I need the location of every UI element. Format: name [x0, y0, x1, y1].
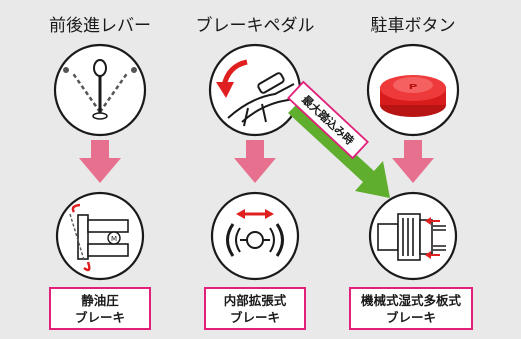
result-box-line1: 内部拡張式: [224, 293, 287, 308]
column-title-pedal: ブレーキペダル: [196, 15, 315, 36]
parking-p-glyph: P: [409, 83, 418, 91]
lever-icon: [53, 43, 147, 137]
result-box-line2: ブレーキ: [386, 310, 436, 325]
result-box-line1: 静油圧: [81, 293, 119, 308]
diagonal-arrow: [288, 102, 390, 198]
column-title-lever: 前後進レバー: [49, 16, 151, 36]
result-box-line1: 機械式湿式多板式: [361, 293, 462, 308]
down-arrow-pedal: [234, 140, 276, 183]
result-box-internal-expanding: 内部拡張式 ブレーキ: [204, 287, 306, 330]
down-arrow-lever: [79, 140, 121, 183]
wet-multi-disc-brake-icon: [368, 191, 458, 281]
parking-button-icon: P: [366, 43, 460, 137]
column-title-parking: 駐車ボタン: [371, 16, 456, 36]
down-arrow-parking: [392, 140, 434, 183]
result-box-line2: ブレーキ: [75, 310, 125, 325]
result-box-line2: ブレーキ: [230, 310, 280, 325]
result-box-hydrostatic: 静油圧 ブレーキ: [49, 287, 151, 330]
result-box-wet-multi-disc: 機械式湿式多板式 ブレーキ: [349, 287, 473, 330]
motor-m-glyph: M: [111, 235, 117, 243]
hydrostatic-brake-icon: M: [55, 191, 145, 281]
internal-expanding-brake-icon: [210, 191, 300, 281]
brake-pedal-icon: [208, 43, 302, 137]
